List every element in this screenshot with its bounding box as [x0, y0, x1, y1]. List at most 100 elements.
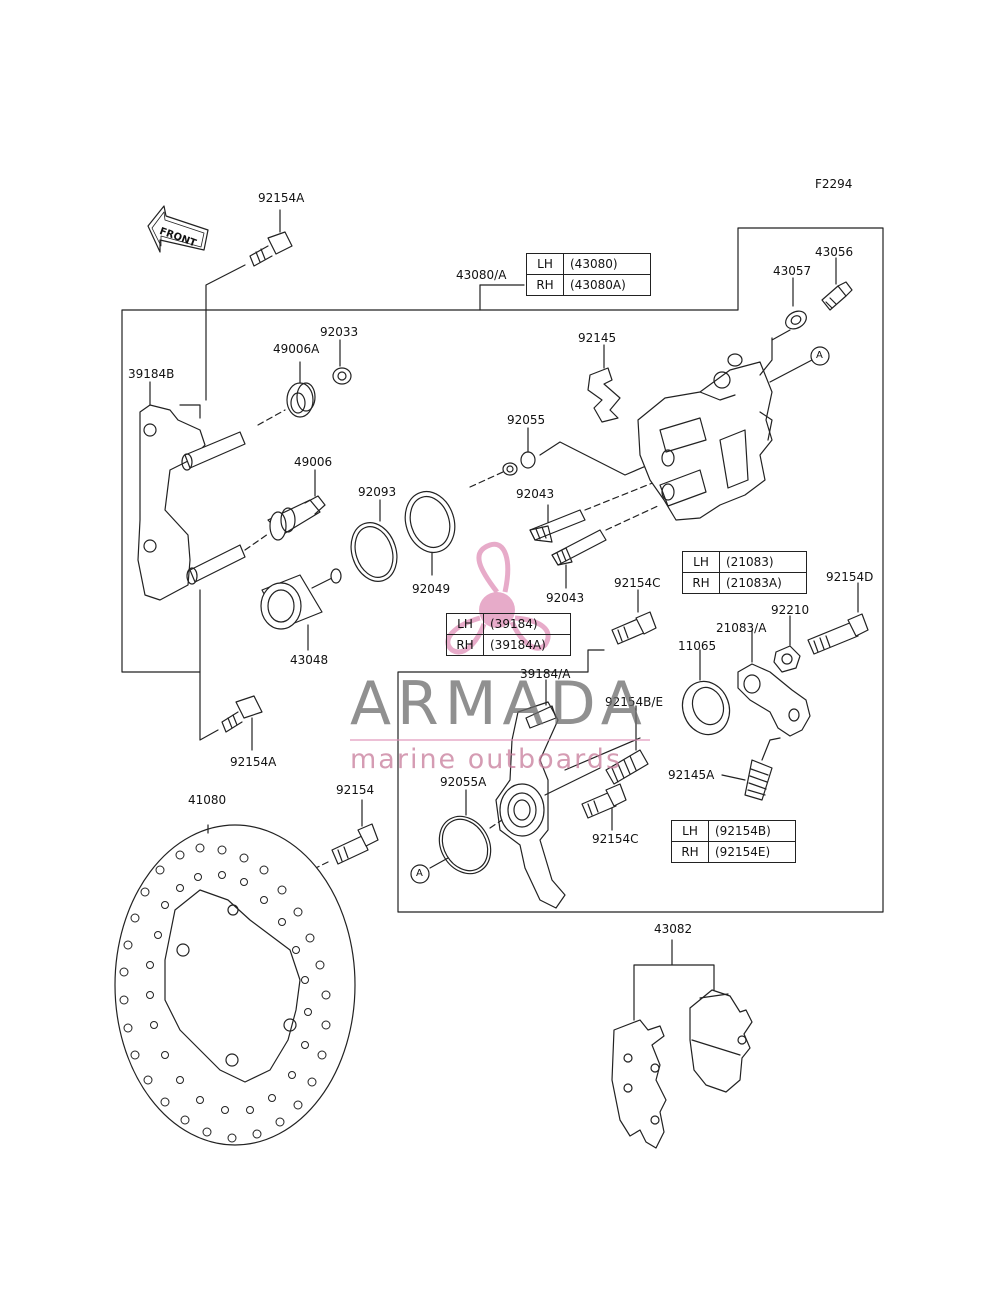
- lever-21083A: [737, 629, 811, 737]
- table-row: RH(92154E): [671, 841, 796, 863]
- table-cell-code: (43080A): [563, 274, 651, 296]
- caliper-assembly-frame: [121, 227, 884, 913]
- bleeder-43056: [821, 257, 853, 311]
- table-row: RH(21083A): [682, 572, 807, 594]
- table-cell-code: (21083A): [719, 572, 807, 594]
- label-92210: 92210: [771, 603, 810, 617]
- brake-pad-right: [689, 989, 753, 1093]
- ref-a-label-top: A: [816, 350, 823, 361]
- seal-92055: [502, 427, 536, 476]
- table-row: LH(21083): [682, 551, 807, 573]
- table-row: LH(43080): [526, 253, 651, 275]
- table-cell-side: RH: [671, 841, 709, 863]
- label-43057: 43057: [773, 264, 812, 278]
- label-39184A: 39184/A: [520, 667, 571, 681]
- label-92154BE: 92154B/E: [605, 695, 664, 709]
- table-92154: LH(92154B) RH(92154E): [671, 820, 796, 863]
- table-cell-side: LH: [671, 820, 709, 842]
- watermark-title: ARMADA: [350, 669, 648, 739]
- table-row: LH(39184): [446, 613, 571, 635]
- label-92154D: 92154D: [826, 570, 874, 584]
- table-39184: LH(39184) RH(39184A): [446, 613, 571, 656]
- bleeder-43057: [785, 277, 807, 330]
- label-92033: 92033: [320, 325, 359, 339]
- bolt-92154BE: [605, 705, 649, 785]
- label-92055A: 92055A: [440, 775, 487, 789]
- boot-49006: [267, 469, 326, 541]
- table-cell-code: (92154B): [708, 820, 796, 842]
- label-49006A: 49006A: [273, 342, 320, 356]
- table-cell-side: RH: [446, 634, 484, 656]
- leader-92154A-bottom: [199, 589, 219, 741]
- pin-92043-a: [529, 504, 586, 543]
- table-cell-side: LH: [682, 551, 720, 573]
- label-92154C-top: 92154C: [614, 576, 661, 590]
- table-cell-side: LH: [526, 253, 564, 275]
- table-cell-code: (43080): [563, 253, 651, 275]
- table-row: LH(92154B): [671, 820, 796, 842]
- label-92043-a: 92043: [516, 487, 555, 501]
- label-43080A: 43080/A: [456, 268, 507, 282]
- table-row: RH(43080A): [526, 274, 651, 296]
- bolt-92154A-top: [249, 209, 293, 267]
- label-92055: 92055: [507, 413, 546, 427]
- seal-92049: [404, 490, 456, 576]
- bolt-92154: [331, 799, 379, 865]
- label-92154A-bottom: 92154A: [230, 755, 277, 769]
- brake-disc-41080: [114, 824, 356, 1146]
- table-cell-code: (39184): [483, 613, 571, 635]
- boot-92033: [332, 339, 352, 385]
- table-cell-side: RH: [682, 572, 720, 594]
- spring-92145A: [721, 737, 781, 801]
- label-39184B: 39184B: [128, 367, 175, 381]
- table-cell-side: RH: [526, 274, 564, 296]
- bearing-11065: [681, 649, 731, 736]
- oring-92055A: [438, 789, 492, 875]
- ring-92093: [350, 499, 398, 582]
- label-92145: 92145: [578, 331, 617, 345]
- label-92154C-bottom: 92154C: [592, 832, 639, 846]
- leader-92154A-top: [205, 264, 246, 401]
- watermark-subtitle: marine outboards: [350, 744, 623, 775]
- label-92049: 92049: [412, 582, 451, 596]
- clip-92145: [587, 344, 621, 423]
- bolt-92154D: [807, 582, 869, 655]
- label-43082: 43082: [654, 922, 693, 936]
- ref-a-label-bottom: A: [416, 868, 423, 879]
- label-43048: 43048: [290, 653, 329, 667]
- table-cell-code: (92154E): [708, 841, 796, 863]
- bolt-92154A-bottom: [221, 695, 263, 751]
- bolt-92154C-bottom: [581, 783, 627, 831]
- table-cell-code: (39184A): [483, 634, 571, 656]
- label-92093: 92093: [358, 485, 397, 499]
- pin-92043-b: [551, 529, 607, 589]
- label-92154: 92154: [336, 783, 375, 797]
- label-43056: 43056: [815, 245, 854, 259]
- figure-code: F2294: [815, 177, 853, 191]
- table-43080: LH(43080) RH(43080A): [526, 253, 651, 296]
- lever-bracket-39184A: [495, 679, 566, 909]
- label-41080: 41080: [188, 793, 227, 807]
- label-92154A-top: 92154A: [258, 191, 305, 205]
- boot-49006A: [286, 361, 316, 418]
- table-cell-side: LH: [446, 613, 484, 635]
- ref-a-circle-bottom: [410, 864, 430, 884]
- ref-a-circle-top: [810, 346, 830, 366]
- piston-43048: [260, 568, 342, 651]
- label-11065: 11065: [678, 639, 717, 653]
- label-92043-b: 92043: [546, 591, 585, 605]
- caliper-body: [637, 353, 773, 521]
- table-cell-code: (21083): [719, 551, 807, 573]
- label-21083A: 21083/A: [716, 621, 767, 635]
- front-arrow-icon: [147, 205, 209, 253]
- label-92145A: 92145A: [668, 768, 715, 782]
- table-21083: LH(21083) RH(21083A): [682, 551, 807, 594]
- nut-92210: [773, 615, 801, 673]
- label-49006: 49006: [294, 455, 333, 469]
- leader-43082: [633, 939, 715, 1021]
- bolt-92154C-top: [611, 589, 657, 645]
- brake-pad-left: [611, 1019, 667, 1149]
- disc-holes: [119, 843, 331, 1143]
- bracket-39184B: [137, 404, 246, 601]
